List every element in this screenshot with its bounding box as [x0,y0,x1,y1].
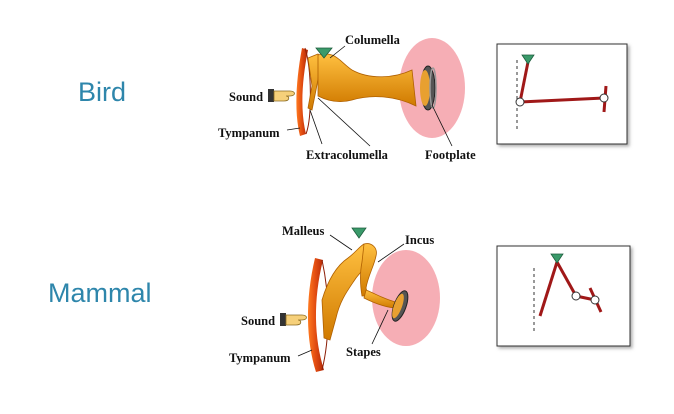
bird-footplate-label: Footplate [425,148,476,162]
bird-tympanum-label: Tympanum [218,126,280,140]
bird-lever-pivot-icon [521,54,535,65]
mammal-tympanum-label: Tympanum [229,351,291,365]
bird-ear-illustration: Columella Sound Tympanum Extracolumella … [218,33,476,162]
mammal-sound-hand-icon [280,313,307,326]
mammal-stapes-label: Stapes [346,345,381,359]
mammal-incus [360,243,377,297]
bird-footplate [420,65,437,111]
mammal-sound-label: Sound [241,314,275,328]
mammal-lever-pivot-icon [550,253,564,264]
bird-leader-lines [286,45,453,147]
mammal-incus-label: Incus [405,233,434,247]
bird-columella-label: Columella [345,33,401,47]
mammal-lever-diagram [496,245,631,347]
bird-sound-label: Sound [229,90,263,104]
bird-extracolumella-label: Extracolumella [306,148,389,162]
bird-label: Bird [78,77,127,107]
mammal-ear-illustration: Malleus Incus Sound Stapes Tympanum [229,224,440,372]
mammal-leader-lines [297,234,405,357]
bird-lever-diagram [496,43,628,145]
mammal-label: Mammal [48,278,152,308]
bird-pivot-icon [315,47,333,59]
mammal-pivot-icon [351,227,367,239]
bird-sound-hand-icon [268,89,295,102]
mammal-malleus-label: Malleus [282,224,324,238]
bird-columella [317,53,417,107]
mammal-stapes-footplate [391,290,409,322]
